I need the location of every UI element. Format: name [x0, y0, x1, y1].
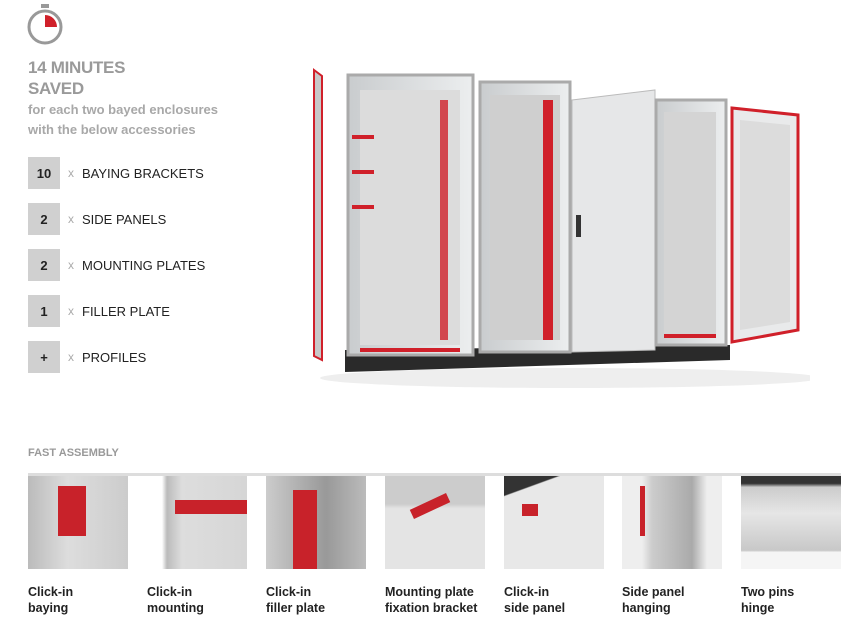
feature-image-side-panel-hanging [622, 476, 722, 569]
accessory-label: FILLER PLATE [82, 303, 170, 319]
feature-image-click-in-baying [28, 476, 128, 569]
headline-saved: SAVED [28, 79, 84, 98]
multiply-sign: x [68, 212, 74, 226]
accessory-label: SIDE PANELS [82, 211, 167, 227]
section-title: FAST ASSEMBLY [28, 447, 119, 459]
headline-minutes: 14 MINUTES [28, 58, 126, 77]
accessory-label: MOUNTING PLATES [82, 257, 206, 273]
quantity-badge: 2 [28, 249, 60, 281]
accessory-label: BAYING BRACKETS [82, 165, 204, 181]
quantity-badge: 10 [28, 157, 60, 189]
stopwatch-icon [27, 4, 63, 45]
quantity-badge: 1 [28, 295, 60, 327]
accessory-label: PROFILES [82, 349, 147, 365]
feature-image-mounting-plate-fixation-bracket [385, 476, 485, 569]
subtitle-line2: with the below accessories [28, 122, 196, 137]
multiply-sign: x [68, 350, 74, 364]
accessory-item: 2 x MOUNTING PLATES [28, 249, 205, 281]
accessory-item: 1 x FILLER PLATE [28, 295, 170, 327]
multiply-sign: x [68, 258, 74, 272]
quantity-badge: + [28, 341, 60, 373]
multiply-sign: x [68, 166, 74, 180]
divider [28, 473, 841, 476]
feature-image-click-in-mounting [147, 476, 247, 569]
accessory-item: 2 x SIDE PANELS [28, 203, 166, 235]
feature-image-two-pins-hinge [741, 476, 841, 569]
multiply-sign: x [68, 304, 74, 318]
enclosure-illustration [313, 68, 810, 388]
quantity-badge: 2 [28, 203, 60, 235]
accessory-item: 10 x BAYING BRACKETS [28, 157, 204, 189]
accessory-item: + x PROFILES [28, 341, 146, 373]
feature-image-click-in-side-panel [504, 476, 604, 569]
subtitle-line1: for each two bayed enclosures [28, 102, 219, 117]
feature-image-click-in-filler-plate [266, 476, 366, 569]
